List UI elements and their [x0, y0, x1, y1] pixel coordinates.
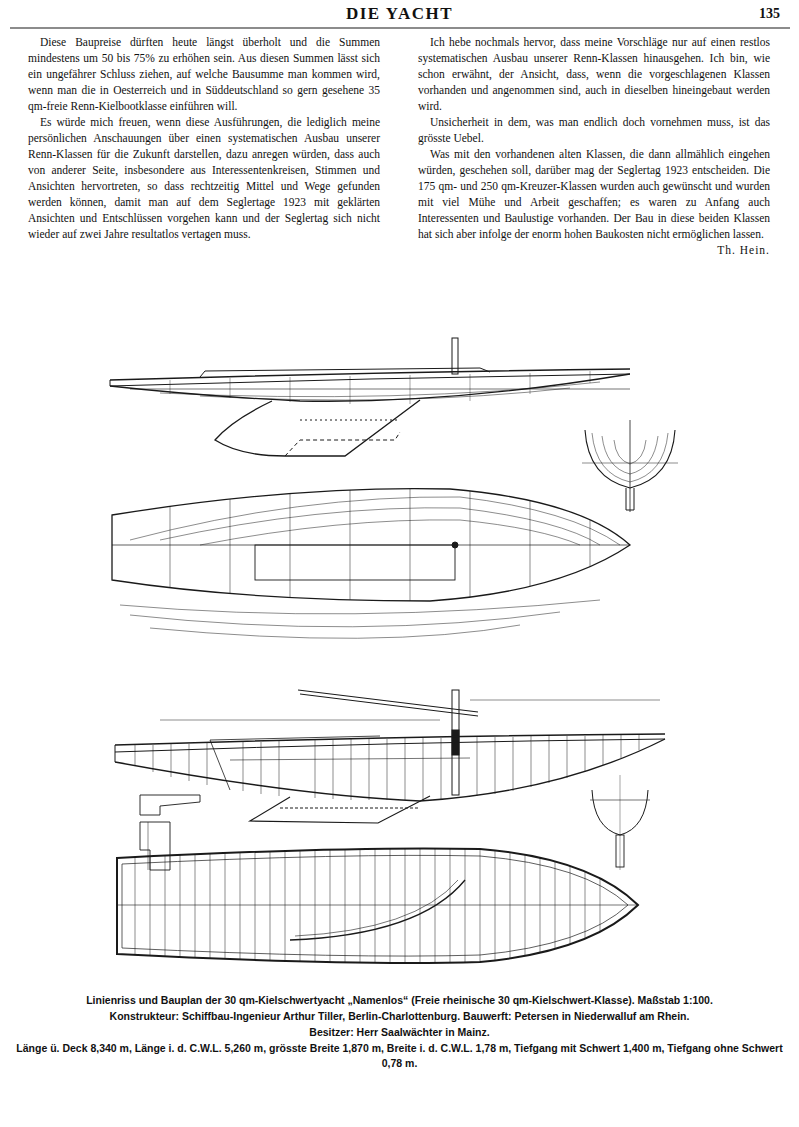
- caption-line: Länge ü. Deck 8,340 m, Länge i. d. C.W.L…: [12, 1041, 787, 1071]
- construction-profile: [115, 690, 665, 823]
- text-column: Diese Baupreise dürften heute längst übe…: [28, 34, 380, 242]
- detail-rudder: [140, 795, 200, 870]
- text-column: Ich hebe nochmals hervor, dass meine Vor…: [418, 34, 770, 258]
- body-plan: [582, 420, 678, 512]
- body-paragraph: Unsicherheit in dem, was man endlich doc…: [418, 114, 770, 146]
- author-signature: Th. Hein.: [418, 242, 770, 258]
- figure-caption: Linienriss und Bauplan der 30 qm-Kielsch…: [12, 993, 787, 1008]
- body-paragraph: Es würde mich freuen, wenn diese Ausführ…: [28, 114, 380, 242]
- header-rule: [10, 27, 790, 28]
- midship-section: [590, 775, 650, 870]
- body-paragraph: Diese Baupreise dürften heute längst übe…: [28, 34, 380, 114]
- construction-deck: [117, 845, 638, 970]
- caption-block: Linienriss und Bauplan der 30 qm-Kielsch…: [12, 993, 787, 1071]
- page-header: DIE YACHT: [0, 4, 799, 24]
- caption-line: Konstrukteur: Schiffbau-Ingenieur Arthur…: [12, 1009, 787, 1024]
- body-paragraph: Was mit den vorhandenen alten Klassen, d…: [418, 146, 770, 242]
- page-number: 135: [740, 5, 780, 23]
- body-paragraph: Ich hebe nochmals hervor, dass meine Vor…: [418, 34, 770, 114]
- caption-line: Besitzer: Herr Saalwächter in Mainz.: [12, 1025, 787, 1040]
- lines-profile: [110, 338, 630, 456]
- lines-halfbreadth: [112, 480, 630, 638]
